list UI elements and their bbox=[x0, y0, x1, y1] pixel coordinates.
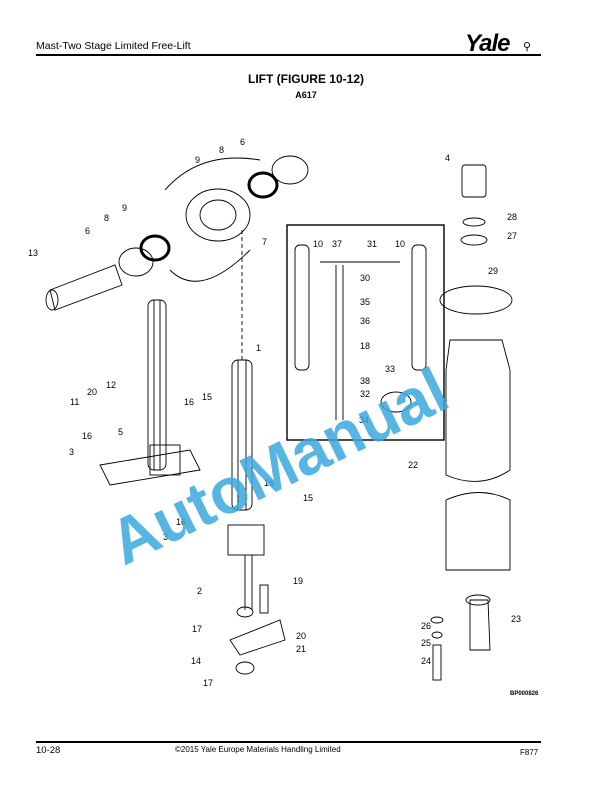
figure-code: BP000826 bbox=[510, 691, 539, 697]
callout: 3 bbox=[163, 532, 168, 542]
footer-rule bbox=[36, 741, 541, 743]
callout: 15 bbox=[202, 392, 212, 402]
chain-left bbox=[147, 299, 167, 471]
callout: 25 bbox=[421, 638, 431, 648]
callout: 33 bbox=[385, 364, 395, 374]
callout: 36 bbox=[360, 316, 370, 326]
callout: 23 bbox=[511, 614, 521, 624]
callout: 5 bbox=[118, 427, 123, 437]
callout: 28 bbox=[507, 212, 517, 222]
callout: 8 bbox=[219, 145, 224, 155]
callout: 2 bbox=[197, 586, 202, 596]
figure-title: LIFT (FIGURE 10-12) bbox=[247, 72, 364, 86]
callout: 16 bbox=[176, 517, 186, 527]
callout: 16 bbox=[184, 397, 194, 407]
callout: 17 bbox=[192, 624, 202, 634]
callout: 20 bbox=[296, 631, 306, 641]
callout: 14 bbox=[191, 656, 201, 666]
callout: 6 bbox=[240, 137, 245, 147]
callout: 11 bbox=[70, 397, 79, 407]
callout: 20 bbox=[87, 387, 97, 397]
callout: 10 bbox=[313, 239, 323, 249]
callout: 1 bbox=[256, 343, 261, 353]
callout-labels: 6 8 9 9 8 6 7 13 1 16 15 16 5 3 12 20 11… bbox=[28, 137, 521, 688]
callout: 9 bbox=[122, 203, 127, 213]
callout: 27 bbox=[507, 231, 517, 241]
callout: 29 bbox=[488, 266, 498, 276]
callout: 7 bbox=[262, 237, 267, 247]
callout: 16 bbox=[82, 431, 92, 441]
callout: 38 bbox=[360, 376, 370, 386]
callout: 4 bbox=[445, 153, 450, 163]
callout: 26 bbox=[421, 621, 431, 631]
copyright: ©2015 Yale Europe Materials Handling Lim… bbox=[175, 745, 341, 754]
diagram-parts bbox=[45, 155, 513, 681]
callout: 6 bbox=[85, 226, 90, 236]
callout: 12 bbox=[106, 380, 116, 390]
callout: 37 bbox=[332, 239, 342, 249]
header-rule bbox=[36, 54, 541, 56]
document-code: F877 bbox=[520, 748, 539, 757]
callout: 22 bbox=[408, 460, 418, 470]
detail-inset bbox=[286, 224, 445, 441]
callout: 13 bbox=[28, 248, 38, 258]
callout: 19 bbox=[293, 576, 303, 586]
callout: 21 bbox=[296, 644, 306, 654]
callout: 34 bbox=[359, 415, 369, 425]
callout: 8 bbox=[104, 213, 109, 223]
page-number: 10-28 bbox=[36, 745, 61, 756]
callout: 30 bbox=[360, 273, 370, 283]
callout: 35 bbox=[360, 297, 370, 307]
callout: 9 bbox=[195, 155, 200, 165]
callout: 31 bbox=[367, 239, 377, 249]
callout: 15 bbox=[303, 493, 313, 503]
forklift-icon: ⚲ bbox=[523, 41, 532, 53]
callout: 10 bbox=[395, 239, 405, 249]
yale-logo: Yale bbox=[465, 30, 510, 57]
callout: 18 bbox=[360, 341, 370, 351]
callout: 3 bbox=[69, 447, 74, 457]
figure-subtitle: A617 bbox=[295, 90, 317, 100]
watermark: AutoManual bbox=[98, 353, 459, 578]
header-title: Mast-Two Stage Limited Free-Lift bbox=[36, 40, 191, 52]
callout: 24 bbox=[421, 656, 431, 666]
callout: 17 bbox=[203, 678, 213, 688]
callout: 16 bbox=[264, 478, 274, 488]
callout: 32 bbox=[360, 389, 370, 399]
